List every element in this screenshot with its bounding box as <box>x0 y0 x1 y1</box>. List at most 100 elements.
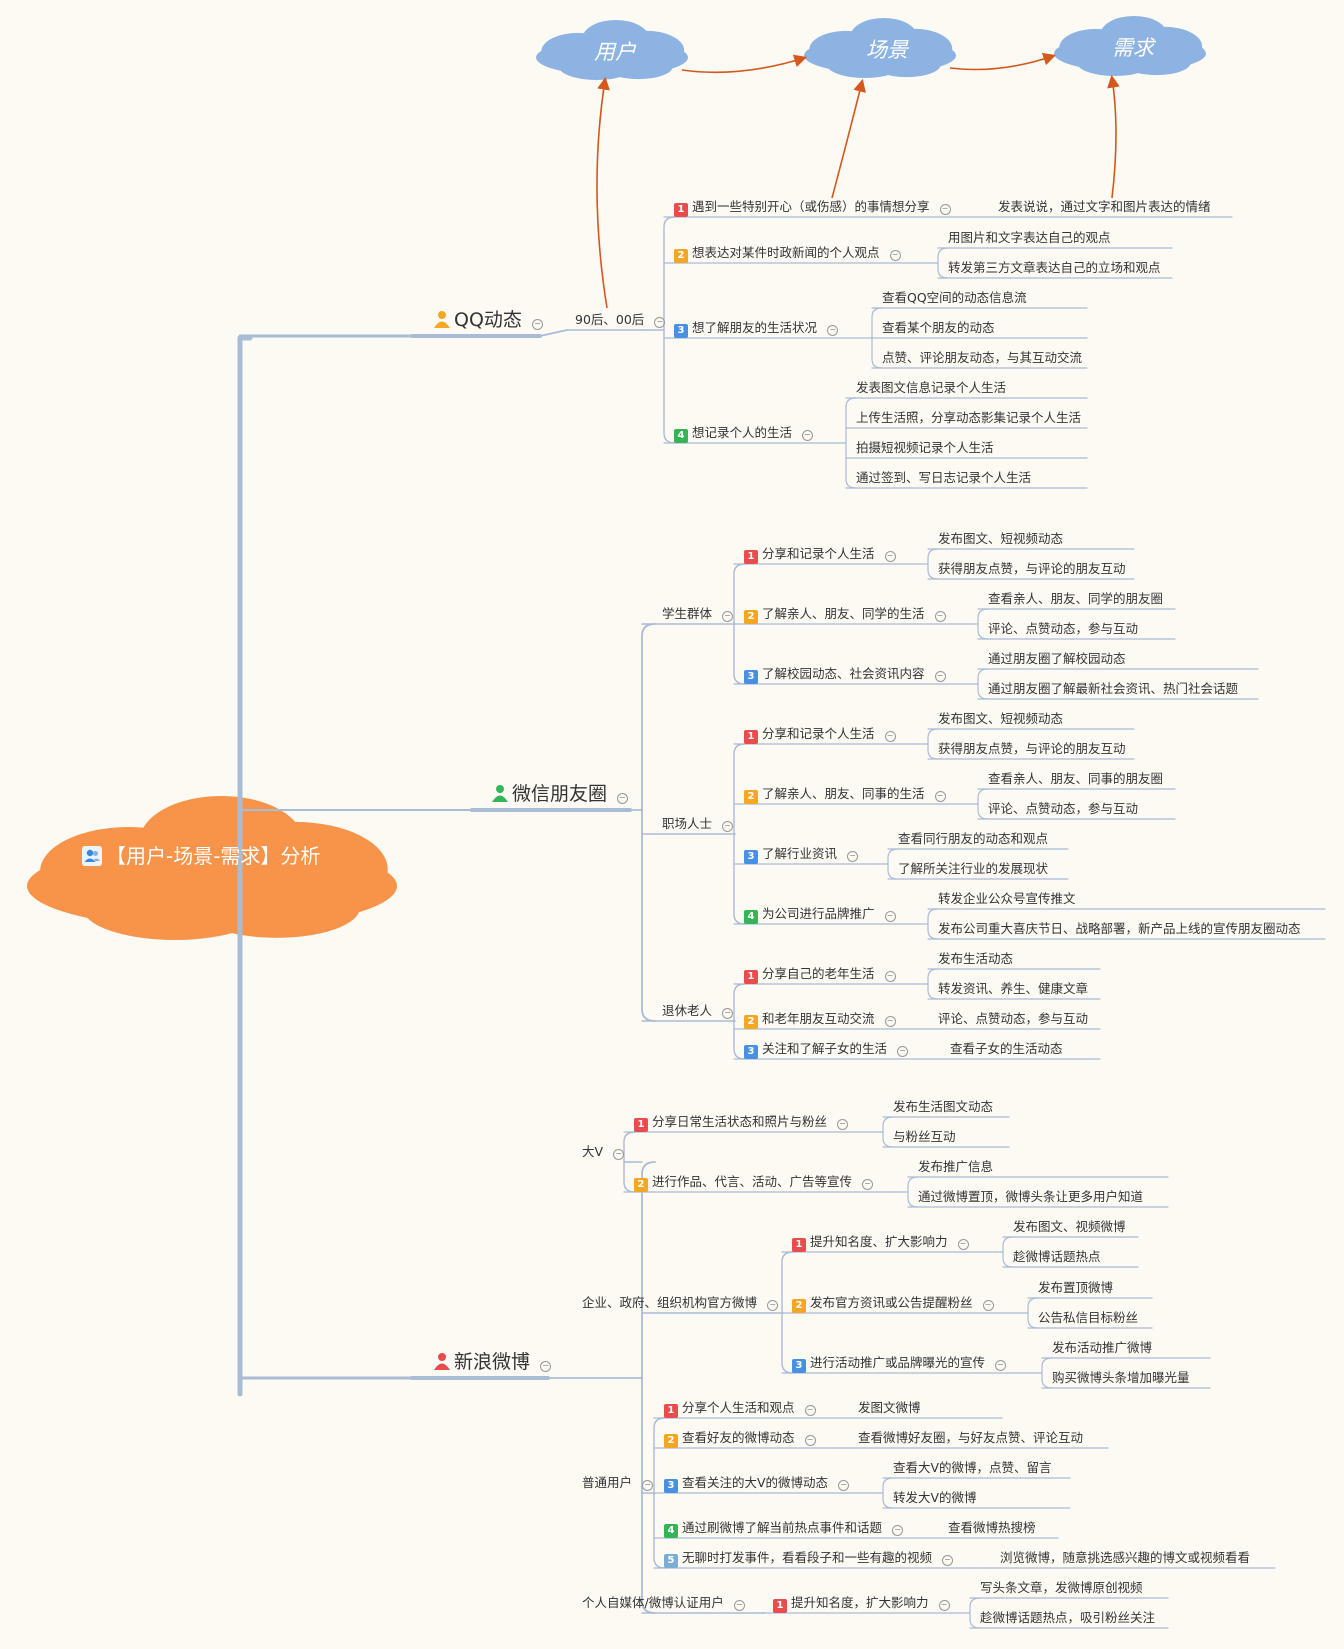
collapse-toggle-icon[interactable]: − <box>897 1046 909 1057</box>
root-node[interactable]: 【用户-场景-需求】分析 <box>82 840 320 869</box>
branch-3-group-2[interactable]: 企业、政府、组织机构官方微博− <box>582 1295 779 1311</box>
collapse-toggle-icon[interactable]: − <box>884 551 896 562</box>
branch-2-group-2-item-2-leaf-2[interactable]: 评论、点赞动态，参与互动 <box>988 801 1138 817</box>
branch-2-group-2-item-1-leaf-2[interactable]: 获得朋友点赞，与评论的朋友互动 <box>938 741 1126 757</box>
collapse-toggle-icon[interactable]: − <box>540 1361 552 1372</box>
branch-3-group-1-item-1-leaf-1[interactable]: 发布生活图文动态 <box>893 1099 993 1115</box>
branch-3-group-4[interactable]: 个人自媒体/微博认证用户− <box>582 1595 745 1611</box>
branch-3-group-2-item-2-leaf-2[interactable]: 公告私信目标粉丝 <box>1038 1310 1138 1326</box>
branch-2-group-1-item-3-leaf-1[interactable]: 通过朋友圈了解校园动态 <box>988 651 1126 667</box>
collapse-toggle-icon[interactable]: − <box>733 1600 745 1611</box>
branch-1-group-1-item-4-leaf-2[interactable]: 上传生活照，分享动态影集记录个人生活 <box>856 410 1081 426</box>
collapse-toggle-icon[interactable]: − <box>767 1300 779 1311</box>
collapse-toggle-icon[interactable]: − <box>613 1149 625 1160</box>
branch-1-group-1-item-4-leaf-4[interactable]: 通过签到、写日志记录个人生活 <box>856 470 1031 486</box>
branch-3-group-2-item-3-leaf-1[interactable]: 发布活动推广微博 <box>1052 1340 1152 1356</box>
branch-1-group-1-item-4-leaf-3[interactable]: 拍摄短视频记录个人生活 <box>856 440 994 456</box>
branch-3-group-4-item-1-leaf-1[interactable]: 写头条文章，发微博原创视频 <box>980 1580 1143 1596</box>
collapse-toggle-icon[interactable]: − <box>654 317 666 328</box>
branch-3-group-3[interactable]: 普通用户− <box>582 1475 654 1491</box>
branch-2-group-2-item-3-leaf-1[interactable]: 查看同行朋友的动态和观点 <box>898 831 1048 847</box>
branch-3-group-2-item-1-leaf-2[interactable]: 趁微博话题热点 <box>1013 1249 1101 1265</box>
collapse-toggle-icon[interactable]: − <box>934 791 946 802</box>
collapse-toggle-icon[interactable]: − <box>884 971 896 982</box>
collapse-toggle-icon[interactable]: − <box>722 611 734 622</box>
branch-2-group-1-item-1-leaf-2[interactable]: 获得朋友点赞，与评论的朋友互动 <box>938 561 1126 577</box>
collapse-toggle-icon[interactable]: − <box>617 793 629 804</box>
branch-2-group-3[interactable]: 退休老人− <box>662 1003 734 1019</box>
collapse-toggle-icon[interactable]: − <box>642 1480 654 1491</box>
branch-3-group-3-item-3-leaf-2[interactable]: 转发大V的微博 <box>893 1490 977 1506</box>
collapse-toggle-icon[interactable]: − <box>934 611 946 622</box>
branch-1-group-1-item-1-leaf-1[interactable]: 发表说说，通过文字和图片表达的情绪 <box>998 199 1211 215</box>
branch-1-group-1-item-4-leaf-1[interactable]: 发表图文信息记录个人生活 <box>856 380 1006 396</box>
branch-1-group-1-item-3-leaf-2[interactable]: 查看某个朋友的动态 <box>882 320 995 336</box>
collapse-toggle-icon[interactable]: − <box>804 1405 816 1416</box>
branch-3-group-4-item-1-leaf-2[interactable]: 趁微博话题热点，吸引粉丝关注 <box>980 1610 1155 1626</box>
collapse-toggle-icon[interactable]: − <box>827 325 839 336</box>
collapse-toggle-icon[interactable]: − <box>847 851 859 862</box>
branch-2-group-3-item-1-leaf-2[interactable]: 转发资讯、养生、健康文章 <box>938 981 1088 997</box>
branch-1-group-1-item-3-leaf-1[interactable]: 查看QQ空间的动态信息流 <box>882 290 1027 306</box>
collapse-toggle-icon[interactable]: − <box>802 430 814 441</box>
branch-3-group-2-item-3-leaf-2[interactable]: 购买微博头条增加曝光量 <box>1052 1370 1190 1386</box>
branch-2-group-2-item-4-leaf-2[interactable]: 发布公司重大喜庆节日、战略部署，新产品上线的宣传朋友圈动态 <box>938 921 1301 937</box>
branch-2-title[interactable]: 微信朋友圈− <box>490 782 629 806</box>
collapse-toggle-icon[interactable]: − <box>884 1016 896 1027</box>
collapse-toggle-icon[interactable]: − <box>995 1360 1007 1371</box>
collapse-toggle-icon[interactable]: − <box>862 1179 874 1190</box>
branch-3-group-3-item-5-leaf-1[interactable]: 浏览微博，随意挑选感兴趣的博文或视频看看 <box>1000 1550 1250 1566</box>
branch-2-group-3-item-3-leaf-1[interactable]: 查看子女的生活动态 <box>950 1041 1063 1057</box>
collapse-toggle-icon[interactable]: − <box>939 204 951 215</box>
branch-1-group-1[interactable]: 90后、00后− <box>575 312 666 328</box>
branch-3-group-1-item-2-leaf-1[interactable]: 发布推广信息 <box>918 1159 993 1175</box>
branch-1-title[interactable]: QQ动态− <box>432 308 543 332</box>
branch-2-group-3-item-2-leaf-1[interactable]: 评论、点赞动态，参与互动 <box>938 1011 1088 1027</box>
branch-2-group-1-item-1-leaf-1[interactable]: 发布图文、短视频动态 <box>938 531 1063 547</box>
branch-2-group-2-item-3-leaf-2[interactable]: 了解所关注行业的发展现状 <box>898 861 1048 877</box>
branch-2-group-1[interactable]: 学生群体− <box>662 606 734 622</box>
collapse-toggle-icon[interactable]: − <box>934 671 946 682</box>
collapse-toggle-icon[interactable]: − <box>889 250 901 261</box>
collapse-toggle-icon[interactable]: − <box>884 731 896 742</box>
branch-3-title[interactable]: 新浪微博− <box>432 1350 552 1374</box>
collapse-toggle-icon[interactable]: − <box>838 1480 850 1491</box>
branch-2-group-3-item-1-leaf-1[interactable]: 发布生活动态 <box>938 951 1013 967</box>
collapse-toggle-icon[interactable]: − <box>722 821 734 832</box>
branch-3-group-1[interactable]: 大V− <box>582 1144 625 1160</box>
branch-1-group-1-item-2-leaf-1[interactable]: 用图片和文字表达自己的观点 <box>948 230 1111 246</box>
branch-2-group-2-item-4-leaf-1[interactable]: 转发企业公众号宣传推文 <box>938 891 1076 907</box>
branch-2-group-2[interactable]: 职场人士− <box>662 816 734 832</box>
branch-3-group-1-item-1-leaf-2[interactable]: 与粉丝互动 <box>893 1129 956 1145</box>
branch-1-group-1-item-2-leaf-2[interactable]: 转发第三方文章表达自己的立场和观点 <box>948 260 1161 276</box>
collapse-toggle-icon[interactable]: − <box>957 1239 969 1250</box>
branch-3-group-3-item-1-leaf-1[interactable]: 发图文微博 <box>858 1400 921 1416</box>
branch-2-group-1-item-2-leaf-1[interactable]: 查看亲人、朋友、同学的朋友圈 <box>988 591 1163 607</box>
collapse-toggle-icon[interactable]: − <box>942 1555 954 1566</box>
branch-2-group-2-item-2-leaf-1[interactable]: 查看亲人、朋友、同事的朋友圈 <box>988 771 1163 787</box>
branch-2-group-1-item-3-leaf-2[interactable]: 通过朋友圈了解最新社会资讯、热门社会话题 <box>988 681 1238 697</box>
